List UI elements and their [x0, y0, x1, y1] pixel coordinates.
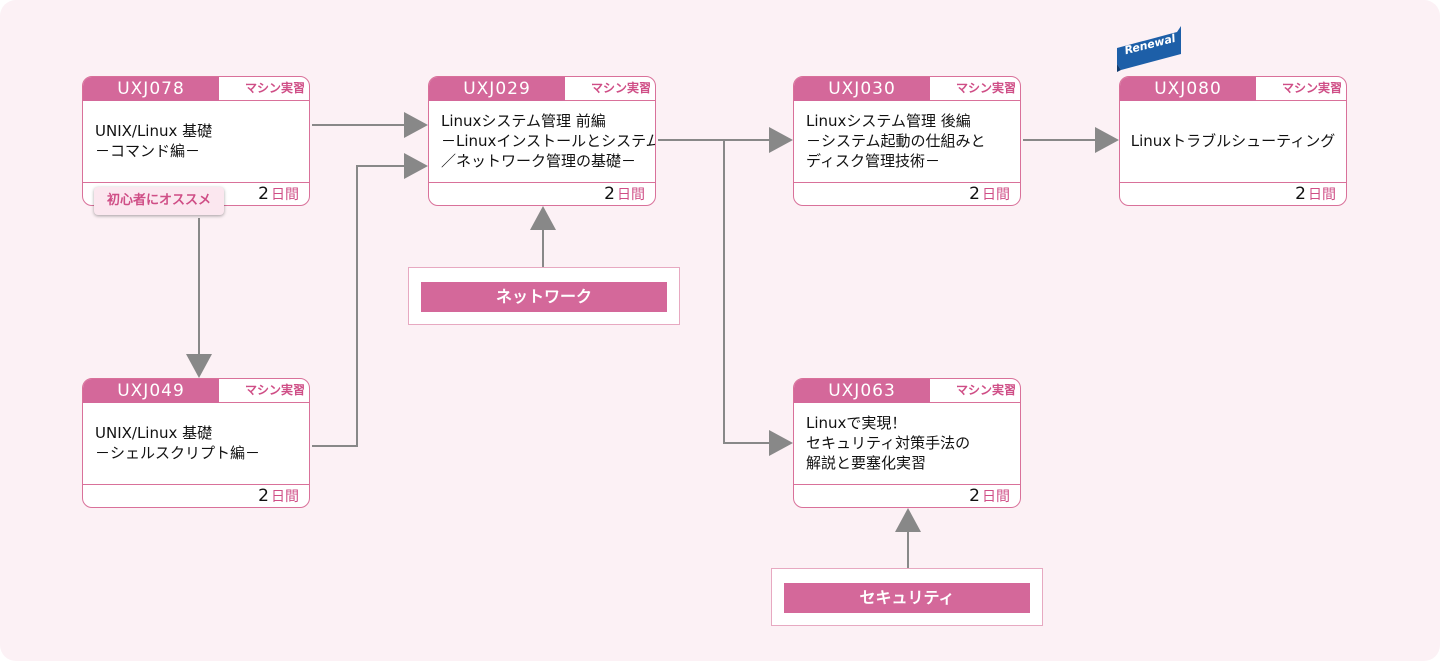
course-title: Linuxで実現！セキュリティ対策手法の解説と要塞化実習 — [806, 414, 971, 472]
ribbon-shape-icon — [1117, 26, 1181, 72]
course-code: UXJ063 — [794, 379, 930, 403]
arrowhead-078-029 — [404, 112, 428, 138]
topic-label: セキュリティ — [784, 583, 1030, 613]
arrowhead-network-029 — [530, 206, 556, 230]
arrowhead-078-049 — [186, 354, 212, 378]
course-title: UNIX/Linux 基礎－シェルスクリプト編－ — [95, 424, 261, 462]
course-code: UXJ049 — [83, 379, 219, 403]
course-code: UXJ029 — [429, 77, 565, 101]
machine-practice-tag: マシン実習 — [219, 77, 309, 101]
course-title: Linuxシステム管理 後編－システム起動の仕組みとディスク管理技術－ — [806, 112, 986, 170]
course-code: UXJ078 — [83, 77, 219, 101]
machine-practice-tag: マシン実習 — [1256, 77, 1346, 101]
beginner-recommended-badge: 初心者にオススメ — [94, 187, 224, 215]
connector-049-029 — [312, 165, 406, 447]
arrowhead-049-029 — [404, 153, 428, 179]
course-code: UXJ080 — [1120, 77, 1256, 101]
machine-practice-tag: マシン実習 — [930, 379, 1020, 403]
arrowhead-030-080 — [1095, 127, 1119, 153]
topic-label: ネットワーク — [421, 282, 667, 312]
machine-practice-tag: マシン実習 — [219, 379, 309, 403]
arrowhead-029-030 — [769, 127, 793, 153]
connector-029-063 — [723, 140, 771, 444]
arrowhead-security-063 — [895, 508, 921, 532]
renewal-ribbon: Renewal — [1115, 26, 1185, 72]
topic-security[interactable]: セキュリティ — [771, 568, 1043, 626]
machine-practice-tag: マシン実習 — [565, 77, 655, 101]
course-code: UXJ030 — [794, 77, 930, 101]
course-title: Linuxトラブルシューティング — [1130, 132, 1336, 150]
machine-practice-tag: マシン実習 — [930, 77, 1020, 101]
arrowhead-029-063 — [769, 430, 793, 456]
course-title: Linuxシステム管理 前編－Linuxインストールとシステム／ネットワーク管理… — [441, 112, 656, 170]
topic-network[interactable]: ネットワーク — [408, 267, 680, 325]
course-title: UNIX/Linux 基礎－コマンド編－ — [95, 122, 213, 160]
